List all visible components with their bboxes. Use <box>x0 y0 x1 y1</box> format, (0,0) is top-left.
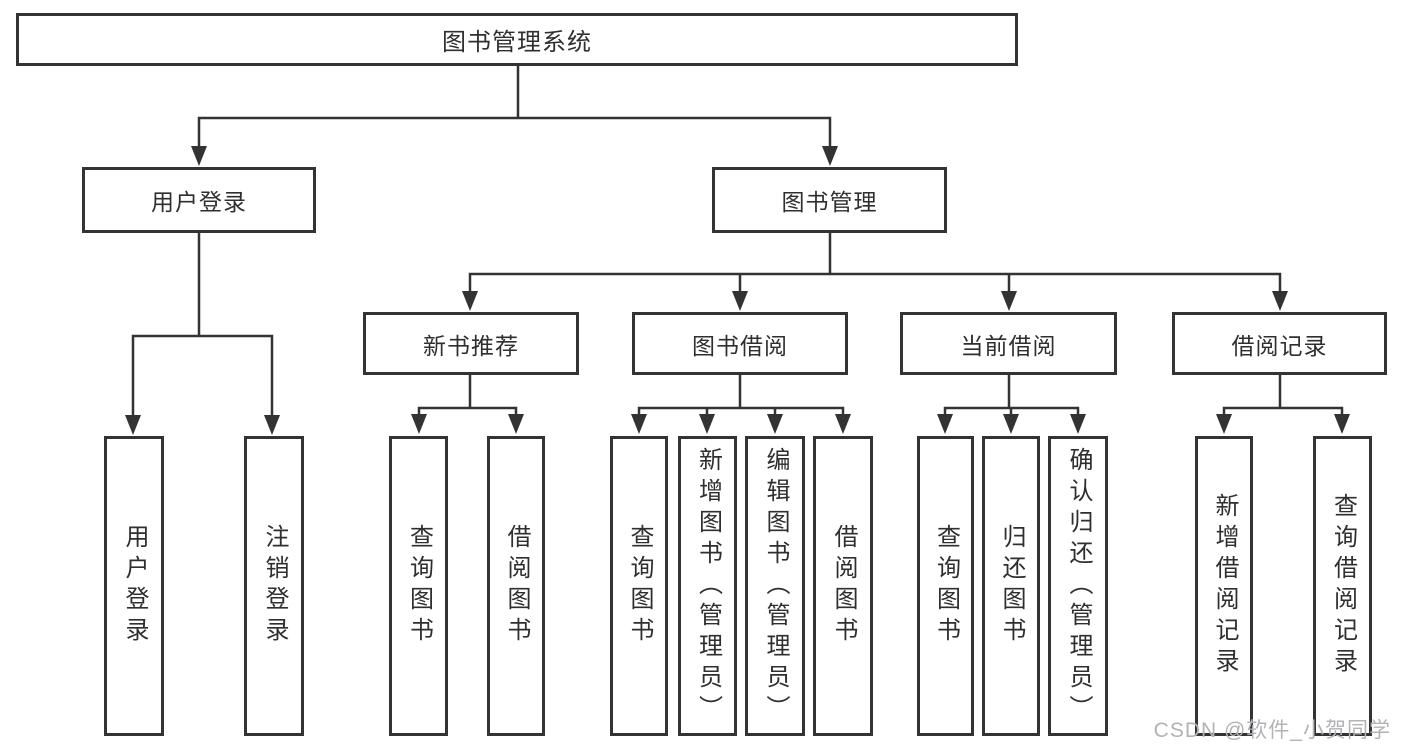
node-borrow-record-label: 借阅记录 <box>1231 332 1328 359</box>
leaf-bb-borrow-books-label: 借阅图书 <box>830 524 857 648</box>
arrow-down-icon <box>835 414 851 434</box>
node-user-login: 用户登录 <box>82 167 316 233</box>
arrow-down-icon <box>191 146 207 166</box>
node-new-book-recommend: 新书推荐 <box>363 312 579 375</box>
leaf-nb-query-books: 查询图书 <box>389 436 448 736</box>
leaf-nb-query-books-label: 查询图书 <box>405 524 433 648</box>
node-current-borrow-label: 当前借阅 <box>960 332 1057 359</box>
connector-new-book <box>411 375 524 434</box>
connector-book-management <box>462 233 1288 311</box>
node-new-book-recommend-label: 新书推荐 <box>423 332 519 359</box>
leaf-bb-add-books-admin-label: 新增图书（管理员） <box>694 446 722 726</box>
leaf-cb-confirm-return-admin: 确认归还（管理员） <box>1048 436 1108 736</box>
connector-user-login <box>125 233 280 435</box>
leaf-nb-borrow-books-label: 借阅图书 <box>503 524 530 648</box>
leaf-br-query-record-label: 查询借阅记录 <box>1329 493 1357 679</box>
arrow-down-icon <box>767 414 783 434</box>
arrow-down-icon <box>1272 291 1288 311</box>
node-root: 图书管理系统 <box>16 13 1018 66</box>
leaf-cb-return-books: 归还图书 <box>982 436 1040 736</box>
arrow-down-icon <box>1003 414 1019 434</box>
connector-root <box>191 66 838 166</box>
arrow-down-icon <box>411 414 427 434</box>
arrow-down-icon <box>822 146 838 166</box>
arrow-down-icon <box>1216 414 1232 434</box>
node-book-management: 图书管理 <box>712 167 947 233</box>
arrow-down-icon <box>462 291 478 311</box>
leaf-bb-edit-books-admin-label: 编辑图书（管理员） <box>762 446 789 726</box>
arrow-down-icon <box>125 415 141 435</box>
arrow-down-icon <box>1001 291 1017 311</box>
arrow-down-icon <box>631 414 647 434</box>
leaf-br-add-record-label: 新增借阅记录 <box>1211 493 1238 679</box>
node-user-login-label: 用户登录 <box>151 189 247 215</box>
connector-book-borrow <box>631 375 851 434</box>
arrow-down-icon <box>937 414 953 434</box>
leaf-logout-label: 注销登录 <box>261 524 288 648</box>
connector-borrow-record <box>1216 375 1350 434</box>
leaf-bb-query-books-label: 查询图书 <box>626 524 653 648</box>
leaf-user-login-label: 用户登录 <box>121 524 148 648</box>
watermark: CSDN @软件_小贺同学 <box>1153 719 1391 742</box>
node-book-borrow-label: 图书借阅 <box>692 332 788 359</box>
leaf-cb-return-books-label: 归还图书 <box>998 524 1025 648</box>
leaf-cb-confirm-return-admin-label: 确认归还（管理员） <box>1065 446 1092 726</box>
arrow-down-icon <box>1070 414 1086 434</box>
node-book-management-label: 图书管理 <box>781 189 878 215</box>
arrow-down-icon <box>699 414 715 434</box>
arrow-down-icon <box>1334 414 1350 434</box>
arrow-down-icon <box>508 414 524 434</box>
leaf-nb-borrow-books: 借阅图书 <box>487 436 545 736</box>
arrow-down-icon <box>732 291 748 311</box>
connector-current-borrow <box>937 375 1086 434</box>
leaf-cb-query-books: 查询图书 <box>917 436 974 736</box>
node-root-label: 图书管理系统 <box>442 29 592 56</box>
leaf-cb-query-books-label: 查询图书 <box>932 524 960 648</box>
leaf-br-add-record: 新增借阅记录 <box>1195 436 1253 736</box>
leaf-br-query-record: 查询借阅记录 <box>1313 436 1372 736</box>
leaf-bb-query-books: 查询图书 <box>610 436 668 736</box>
leaf-bb-borrow-books: 借阅图书 <box>813 436 873 736</box>
node-current-borrow: 当前借阅 <box>900 312 1117 375</box>
leaf-bb-add-books-admin: 新增图书（管理员） <box>678 436 737 736</box>
leaf-bb-edit-books-admin: 编辑图书（管理员） <box>745 436 805 736</box>
node-borrow-record: 借阅记录 <box>1172 312 1387 375</box>
arrow-down-icon <box>264 415 280 435</box>
leaf-user-login: 用户登录 <box>104 436 164 736</box>
node-book-borrow: 图书借阅 <box>632 312 848 375</box>
leaf-logout: 注销登录 <box>244 436 304 736</box>
